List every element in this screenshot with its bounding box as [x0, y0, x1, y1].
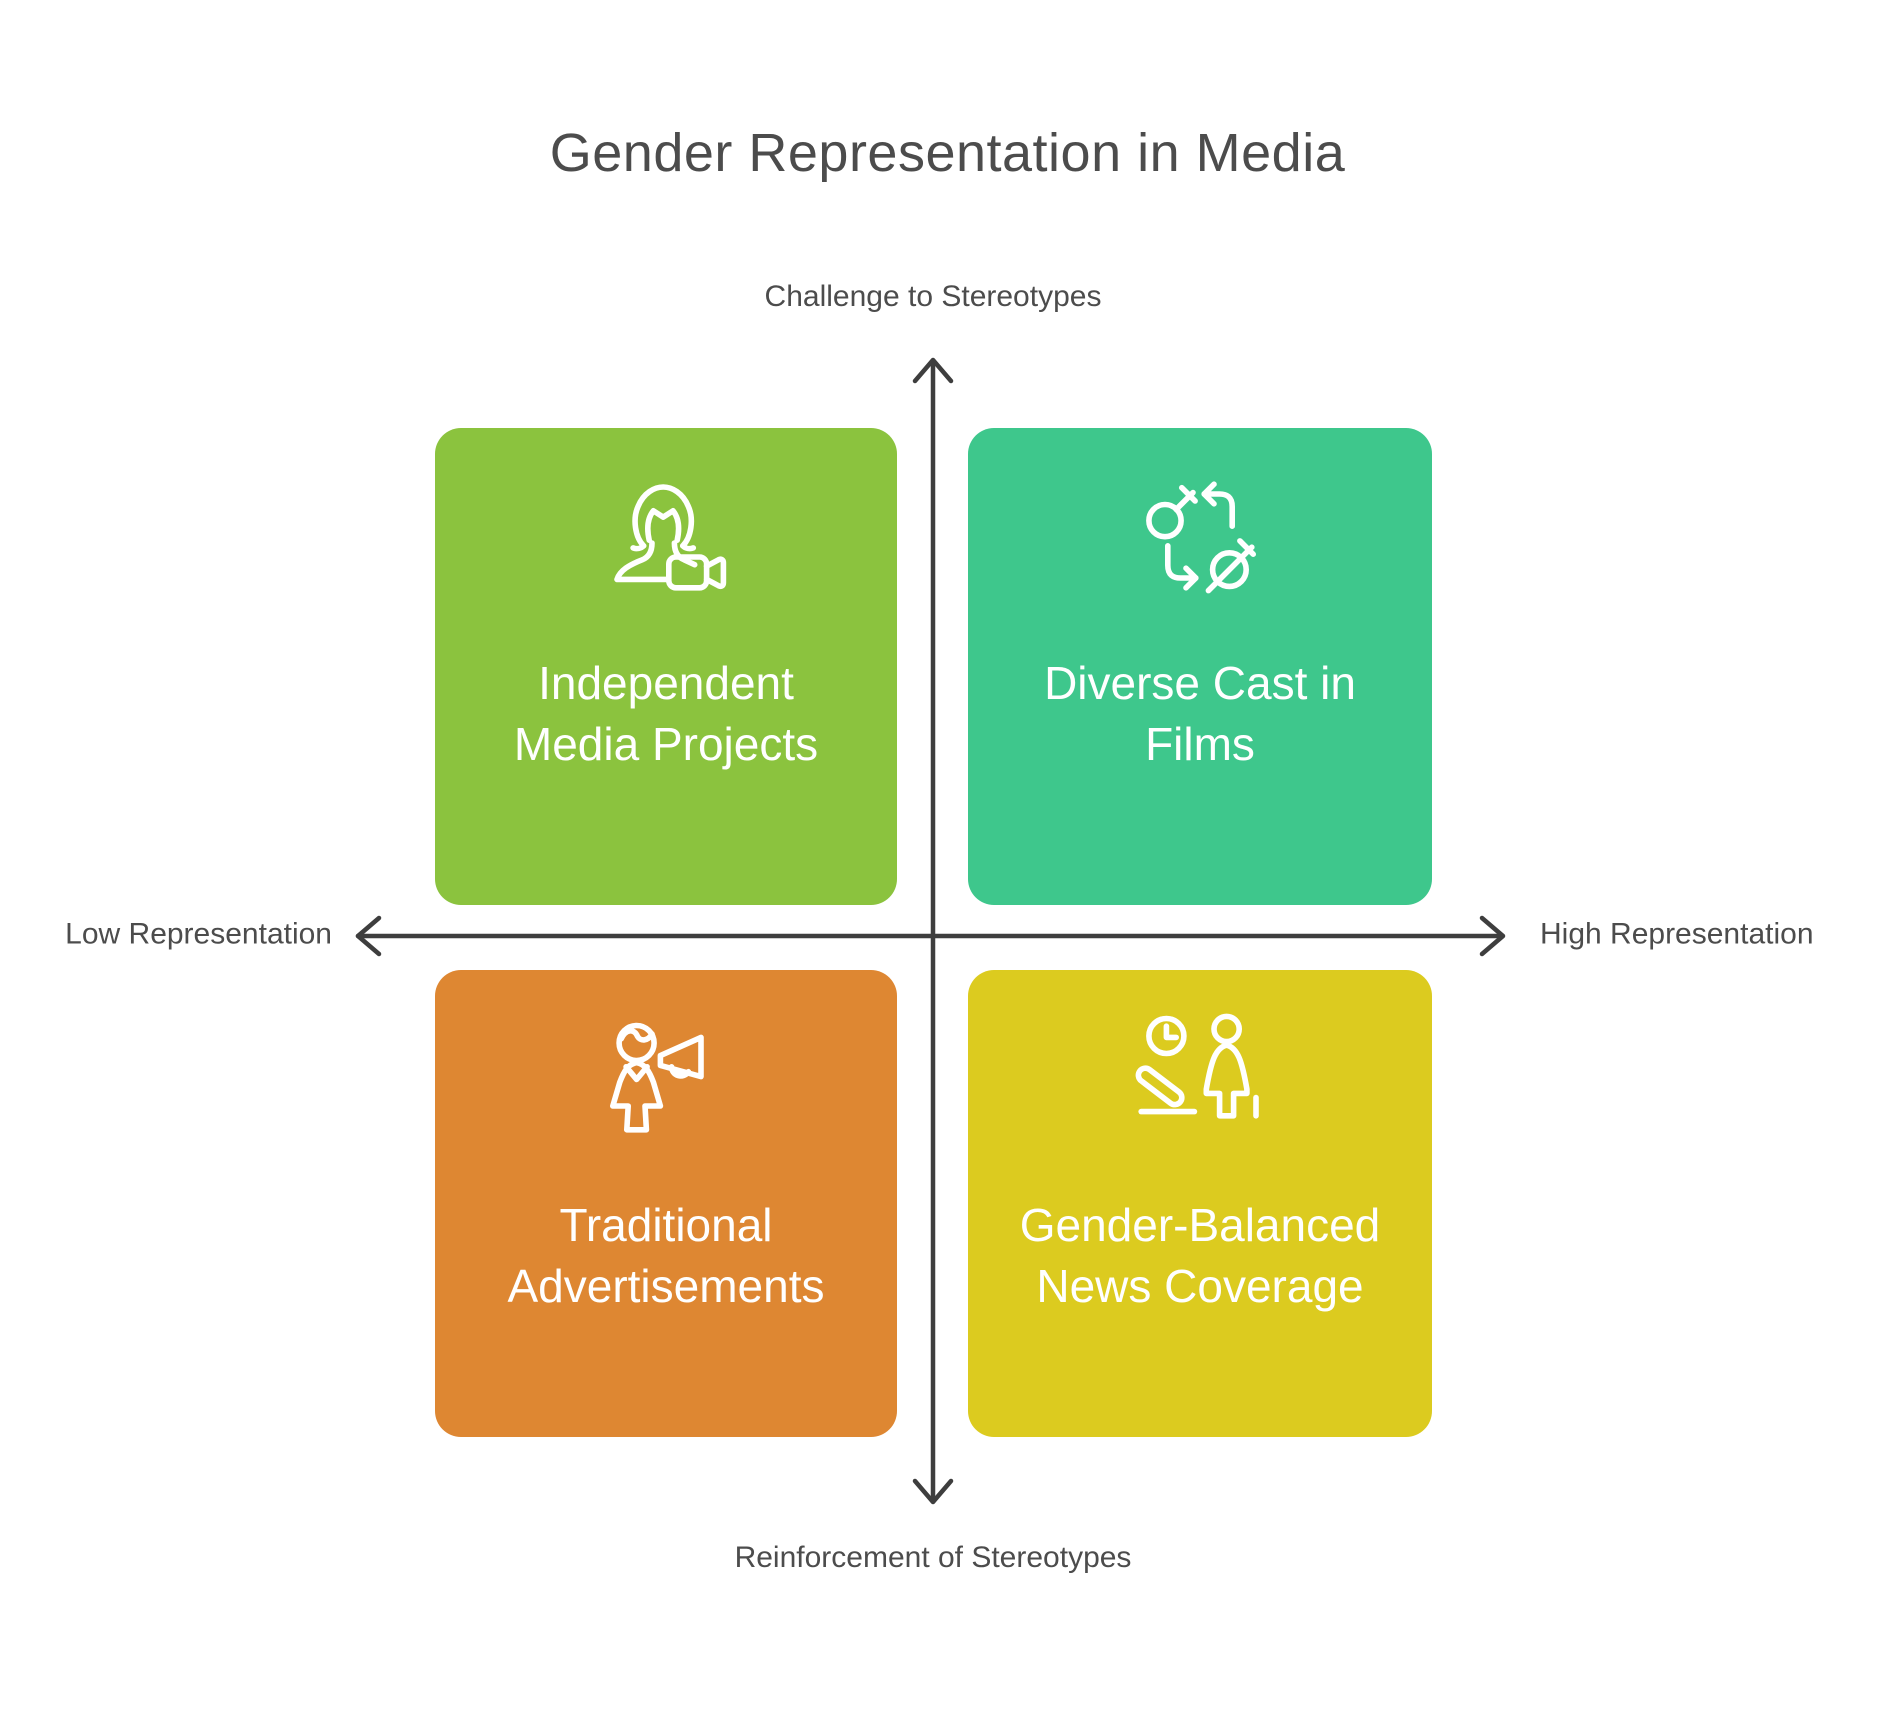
axis-label-top: Challenge to Stereotypes — [764, 280, 1102, 313]
quadrant-label: Traditional Advertisements — [435, 1195, 897, 1317]
arrow-right-icon — [1479, 915, 1506, 957]
arrow-up-icon — [912, 357, 954, 384]
quadrant-label-line: Advertisements — [507, 1260, 825, 1312]
quadrant-gender-balanced-news-coverage: Gender-Balanced News Coverage — [968, 970, 1432, 1437]
quadrant-label: Gender-Balanced News Coverage — [968, 1195, 1432, 1317]
arrow-down-icon — [912, 1478, 954, 1505]
axis-label-bottom: Reinforcement of Stereotypes — [734, 1541, 1132, 1574]
quadrant-label-line: Diverse Cast in — [1044, 657, 1356, 709]
quadrant-label-line: Gender-Balanced — [1019, 1199, 1381, 1251]
quadrant-label: Diverse Cast in Films — [968, 653, 1432, 775]
clock-desk-woman-icon — [1135, 1013, 1259, 1119]
woman-video-camera-icon — [614, 484, 727, 591]
quadrant-label: Independent Media Projects — [435, 653, 897, 775]
person-megaphone-icon — [610, 1022, 704, 1133]
quadrant-label-line: Films — [1145, 718, 1255, 770]
quadrant-independent-media-projects: Independent Media Projects — [435, 428, 897, 905]
quadrant-icon — [596, 466, 736, 606]
quadrant-traditional-advertisements: Traditional Advertisements — [435, 970, 897, 1437]
quadrant-label-line: Independent — [538, 657, 794, 709]
page-title: Gender Representation in Media — [549, 123, 1346, 183]
quadrant-icon — [596, 1008, 736, 1148]
axis-label-right: High Representation — [1540, 917, 1814, 951]
quadrant-label-line: Traditional — [559, 1199, 773, 1251]
axis-label-left: Low Representation — [65, 917, 332, 951]
quadrant-icon — [1130, 466, 1270, 606]
quadrant-icon — [1130, 1008, 1270, 1148]
quadrant-label-line: Media Projects — [513, 718, 819, 770]
quadrant-diverse-cast-in-films: Diverse Cast in Films — [968, 428, 1432, 905]
arrow-left-icon — [355, 915, 382, 957]
gender-symbols-cycle-icon — [1146, 481, 1256, 594]
quadrant-label-line: News Coverage — [1036, 1260, 1364, 1312]
